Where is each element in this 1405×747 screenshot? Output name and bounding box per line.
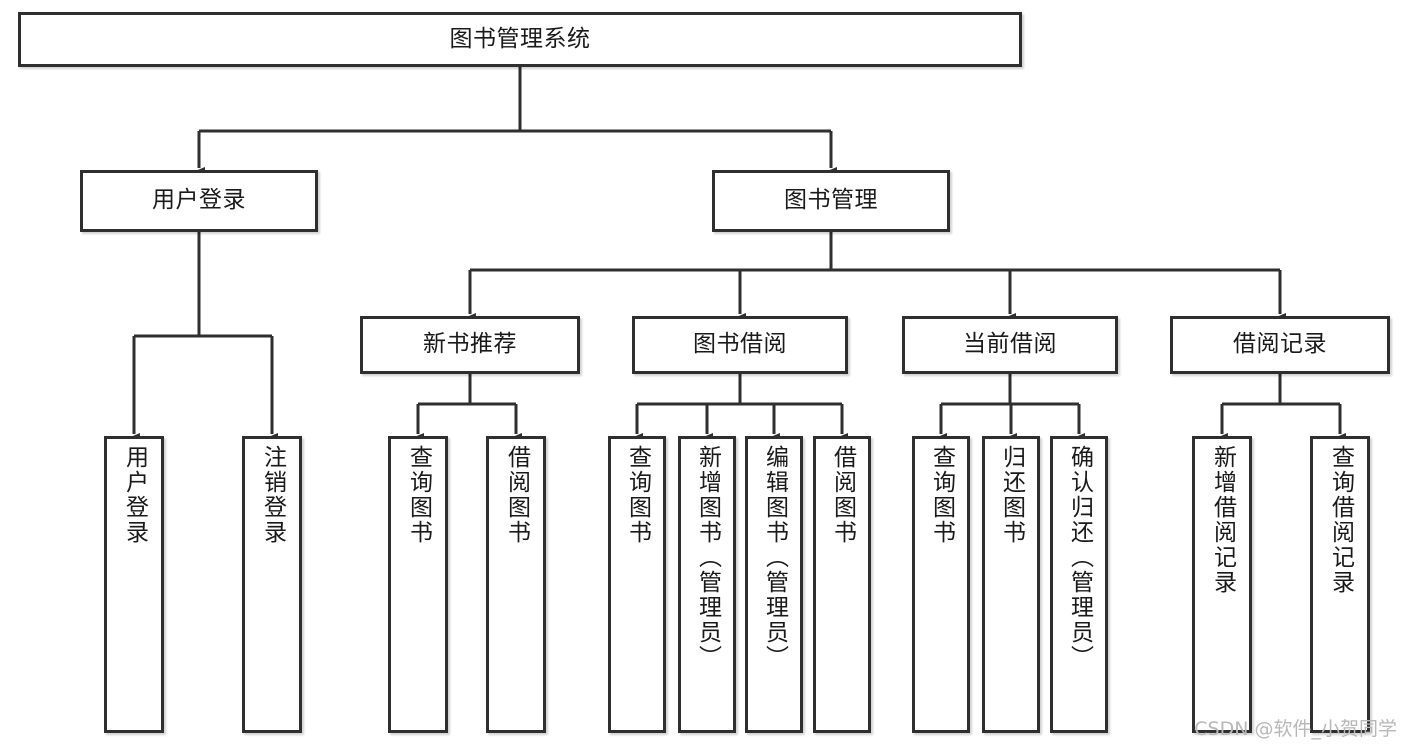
node-label: 当前借阅 <box>963 331 1057 358</box>
node-leaf-new-1[interactable]: 查询图书 <box>388 436 448 733</box>
node-leaf-bor-2[interactable]: 新增图书（管理员） <box>678 436 736 733</box>
node-label: 图书管理 <box>784 187 878 214</box>
node-bookmgmt[interactable]: 图书管理 <box>712 170 950 232</box>
node-leaf-rec-2[interactable]: 查询借阅记录 <box>1310 436 1370 733</box>
node-label: 用户登录 <box>152 187 246 214</box>
node-label: 借阅记录 <box>1233 331 1327 358</box>
node-leaf-cur-2[interactable]: 归还图书 <box>982 436 1040 733</box>
node-leaf-bor-1[interactable]: 查询图书 <box>608 436 666 733</box>
node-label: 查询图书 <box>624 445 651 545</box>
node-leaf-bor-4[interactable]: 借阅图书 <box>813 436 871 733</box>
node-login[interactable]: 用户登录 <box>80 170 318 232</box>
node-label: 查询图书 <box>928 445 955 545</box>
node-label: 新书推荐 <box>423 331 517 358</box>
node-borrowbook[interactable]: 图书借阅 <box>632 316 848 374</box>
node-current[interactable]: 当前借阅 <box>902 316 1118 374</box>
node-root[interactable]: 图书管理系统 <box>18 12 1022 67</box>
node-label: 编辑图书（管理员） <box>761 445 788 670</box>
node-leaf-new-2[interactable]: 借阅图书 <box>486 436 546 733</box>
node-leaf-rec-1[interactable]: 新增借阅记录 <box>1192 436 1252 733</box>
node-label: 注销登录 <box>259 445 286 545</box>
node-label: 新增借阅记录 <box>1209 445 1236 595</box>
node-label: 归还图书 <box>998 445 1025 545</box>
node-label: 查询借阅记录 <box>1327 445 1354 595</box>
node-label: 用户登录 <box>121 445 148 545</box>
node-leaf-cur-3[interactable]: 确认归还（管理员） <box>1050 436 1108 733</box>
node-leaf-cur-1[interactable]: 查询图书 <box>912 436 970 733</box>
node-label: 图书管理系统 <box>449 25 591 52</box>
node-label: 新增图书（管理员） <box>694 445 721 670</box>
node-leaf-login-1[interactable]: 用户登录 <box>104 436 164 733</box>
watermark-text: CSDN @软件_小贺同学 <box>1194 718 1397 740</box>
node-leaf-bor-3[interactable]: 编辑图书（管理员） <box>745 436 803 733</box>
node-label: 借阅图书 <box>829 445 856 545</box>
node-label: 确认归还（管理员） <box>1066 445 1093 670</box>
node-records[interactable]: 借阅记录 <box>1170 316 1390 374</box>
node-label: 图书借阅 <box>693 331 787 358</box>
node-leaf-login-2[interactable]: 注销登录 <box>242 436 302 733</box>
node-label: 查询图书 <box>405 445 432 545</box>
node-newbook[interactable]: 新书推荐 <box>360 316 580 374</box>
node-label: 借阅图书 <box>503 445 530 545</box>
edge-paths <box>128 67 1346 443</box>
